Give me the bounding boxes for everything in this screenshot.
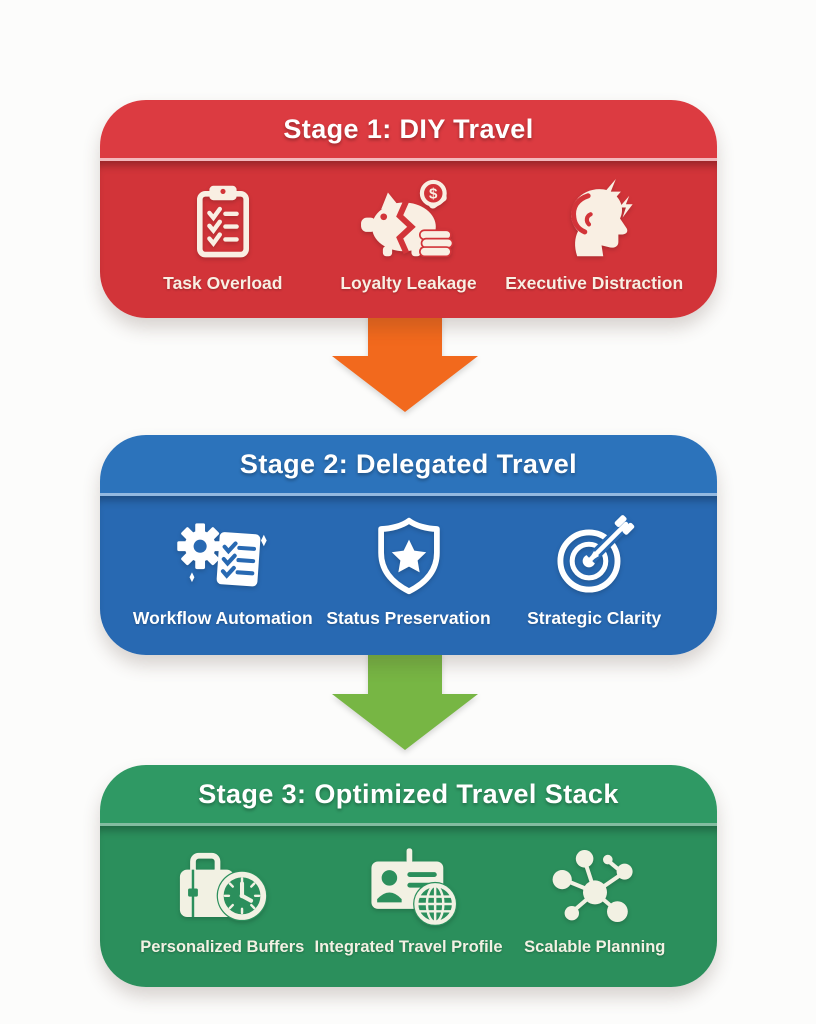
stage2-to-stage3-arrow-icon xyxy=(330,650,480,752)
feature-integrated-travel-profile: Integrated Travel Profile xyxy=(315,838,503,975)
feature-label: Status Preservation xyxy=(326,608,491,628)
stage-1-header: Stage 1: DIY Travel xyxy=(100,100,717,158)
feature-label: Personalized Buffers xyxy=(140,938,305,956)
feature-strategic-clarity: Strategic Clarity xyxy=(501,508,687,643)
stage-2-title: Stage 2: Delegated Travel xyxy=(239,448,578,479)
svg-text:$: $ xyxy=(429,186,438,203)
stage-2-body: Workflow Automation Status Preservation xyxy=(100,493,717,655)
feature-scalable-planning: Scalable Planning xyxy=(503,838,688,975)
stage-1-title: Stage 1: DIY Travel xyxy=(283,113,534,144)
feature-label: Executive Distraction xyxy=(505,273,684,293)
stage-1-panel: Stage 1: DIY Travel Task xyxy=(100,100,717,318)
feature-task-overload: Task Overload xyxy=(130,173,316,306)
gear-checklist-icon xyxy=(174,512,272,600)
network-nodes-icon xyxy=(551,842,639,930)
luggage-clock-icon xyxy=(175,842,269,930)
shield-star-icon xyxy=(368,512,450,600)
feature-label: Scalable Planning xyxy=(524,938,666,956)
stressed-executive-icon xyxy=(552,177,636,265)
stage-2-panel: Stage 2: Delegated Travel xyxy=(100,435,717,655)
stage-3-body: Personalized Buffers xyxy=(100,823,717,987)
clipboard-checklist-icon xyxy=(187,177,259,265)
feature-personalized-buffers: Personalized Buffers xyxy=(130,838,315,975)
stage-3-header: Stage 3: Optimized Travel Stack xyxy=(100,765,717,823)
feature-label: Loyalty Leakage xyxy=(340,273,477,293)
feature-label: Workflow Automation xyxy=(132,608,313,628)
feature-label: Strategic Clarity xyxy=(527,608,662,628)
stage-1-body: Task Overload xyxy=(100,158,717,318)
id-card-globe-icon xyxy=(360,842,458,930)
stage-2-header: Stage 2: Delegated Travel xyxy=(100,435,717,493)
stage-3-panel: Stage 3: Optimized Travel Stack xyxy=(100,765,717,987)
target-arrow-icon xyxy=(552,512,636,600)
feature-workflow-automation: Workflow Automation xyxy=(130,508,316,643)
broken-piggy-bank-icon: $ xyxy=(356,177,461,265)
feature-label: Integrated Travel Profile xyxy=(314,938,503,956)
feature-executive-distraction: Executive Distraction xyxy=(501,173,687,306)
stage1-to-stage2-arrow-icon xyxy=(330,312,480,414)
stage-3-title: Stage 3: Optimized Travel Stack xyxy=(198,778,619,809)
feature-loyalty-leakage: $ Loyalty Leakage xyxy=(316,173,502,306)
feature-status-preservation: Status Preservation xyxy=(316,508,502,643)
feature-label: Task Overload xyxy=(163,273,283,293)
